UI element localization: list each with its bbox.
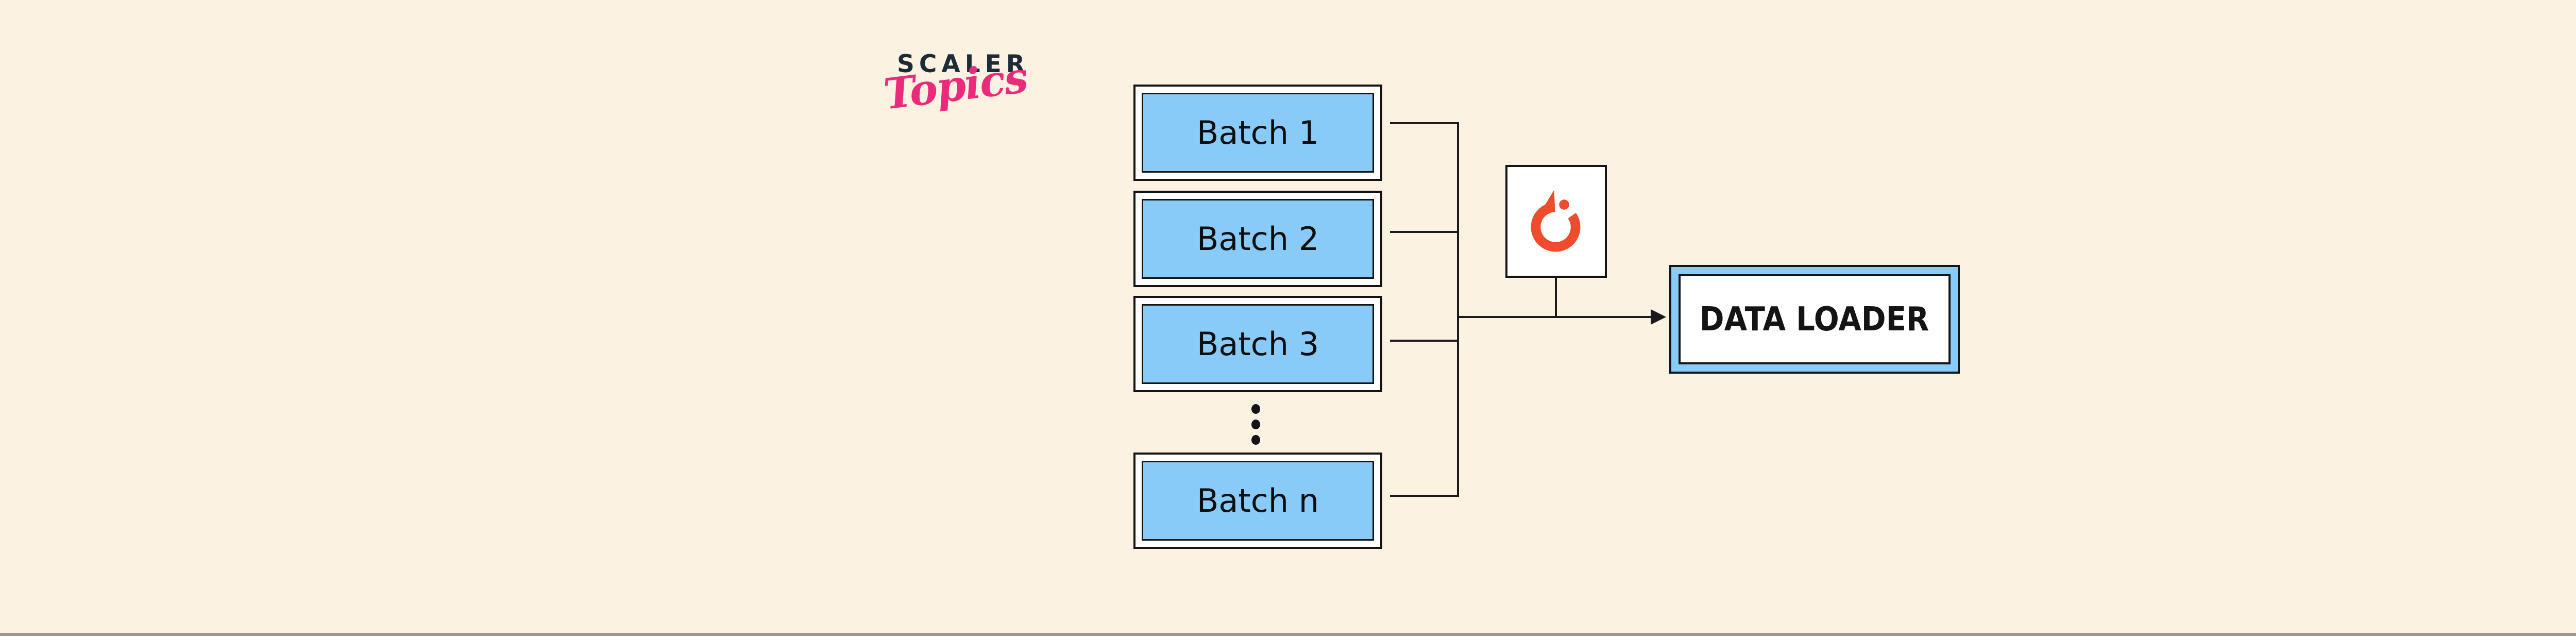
data-loader-label: DATA LOADER [1700, 300, 1929, 339]
ellipsis-dot [1251, 435, 1260, 445]
batch-n-inner: Batch n [1142, 461, 1374, 541]
batch-1-label: Batch 1 [1196, 114, 1319, 152]
connector-batch-3 [1390, 340, 1459, 342]
connector-batch-2 [1390, 231, 1459, 233]
batch-2-box: Batch 2 [1133, 191, 1382, 287]
batch-1-box: Batch 1 [1133, 85, 1382, 181]
connector-vertical-bus [1457, 122, 1459, 497]
ellipsis-dot [1251, 404, 1260, 414]
batch-3-box: Batch 3 [1133, 296, 1382, 392]
data-loader-inner: DATA LOADER [1679, 274, 1951, 364]
vertical-ellipsis-icon [1251, 404, 1260, 445]
connector-batch-1 [1390, 122, 1459, 124]
ellipsis-dot [1251, 420, 1260, 429]
batch-2-inner: Batch 2 [1142, 199, 1374, 279]
logo-brand-text: SCALER [897, 50, 1029, 78]
pytorch-box [1505, 165, 1607, 278]
batch-n-box: Batch n [1133, 453, 1382, 549]
batch-2-label: Batch 2 [1196, 220, 1319, 258]
batch-3-inner: Batch 3 [1142, 304, 1374, 384]
connector-pytorch-stem [1555, 278, 1557, 318]
bottom-border [0, 633, 2576, 636]
arrowhead-icon [1651, 309, 1666, 325]
connector-batch-n [1390, 495, 1459, 497]
data-loader-box: DATA LOADER [1669, 265, 1960, 374]
batch-3-label: Batch 3 [1196, 325, 1319, 363]
arrow-shaft [1457, 316, 1652, 318]
batch-n-label: Batch n [1196, 482, 1319, 520]
batch-1-inner: Batch 1 [1142, 93, 1374, 173]
pytorch-icon [1531, 190, 1581, 252]
